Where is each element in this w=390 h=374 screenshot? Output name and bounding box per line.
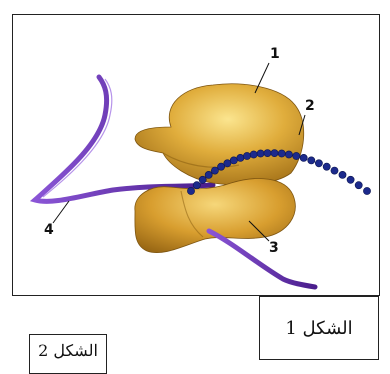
- label-2: 2: [305, 98, 315, 114]
- label-3: 3: [269, 240, 279, 256]
- figure-2-caption: الشكل 2: [29, 334, 107, 374]
- amino-acid-bead: [277, 149, 286, 158]
- ribosome-illustration: [29, 62, 371, 290]
- leader-line-2: [298, 114, 306, 136]
- amino-acid-bead: [236, 153, 245, 162]
- amino-acid-bead: [187, 187, 195, 195]
- figure-1-caption: الشكل 1: [259, 296, 379, 360]
- label-1: 1: [270, 46, 280, 62]
- amino-acid-bead: [354, 181, 363, 190]
- amino-acid-bead: [338, 170, 347, 179]
- amino-acid-bead: [229, 156, 238, 165]
- leader-line-3: [248, 220, 270, 242]
- amino-acid-bead: [198, 175, 207, 184]
- amino-acid-bead: [192, 181, 201, 190]
- amino-acid-bead: [299, 153, 308, 162]
- amino-acid-bead: [322, 162, 331, 171]
- polypeptide-chain: [187, 149, 371, 195]
- large-subunit-groove: [162, 152, 240, 168]
- amino-acid-bead: [284, 150, 293, 159]
- amino-acid-bead: [204, 170, 213, 179]
- leader-line-1: [254, 62, 270, 94]
- amino-acid-bead: [292, 152, 301, 160]
- small-subunit: [134, 178, 296, 253]
- label-4: 4: [44, 222, 54, 238]
- amino-acid-bead: [330, 166, 339, 175]
- amino-acid-bead: [263, 149, 272, 157]
- amino-acid-bead: [363, 187, 371, 195]
- amino-acid-bead: [270, 149, 279, 157]
- amino-acid-bead: [346, 175, 355, 184]
- mrna-ribbon-back-edge: [42, 78, 113, 198]
- mrna-ribbon-back: [29, 74, 216, 204]
- amino-acid-bead: [217, 162, 225, 171]
- amino-acid-bead: [256, 149, 265, 158]
- amino-acid-bead: [223, 159, 232, 168]
- amino-acid-bead: [249, 150, 258, 159]
- mrna-ribbon-front: [206, 228, 318, 290]
- leader-line-4: [52, 200, 70, 224]
- amino-acid-bead: [243, 152, 251, 160]
- amino-acid-bead: [307, 156, 316, 165]
- amino-acid-bead: [314, 159, 323, 168]
- small-subunit-lobe-line: [180, 190, 204, 238]
- amino-acid-bead: [210, 166, 219, 175]
- figure-panel: 1 2 3 4: [12, 14, 380, 296]
